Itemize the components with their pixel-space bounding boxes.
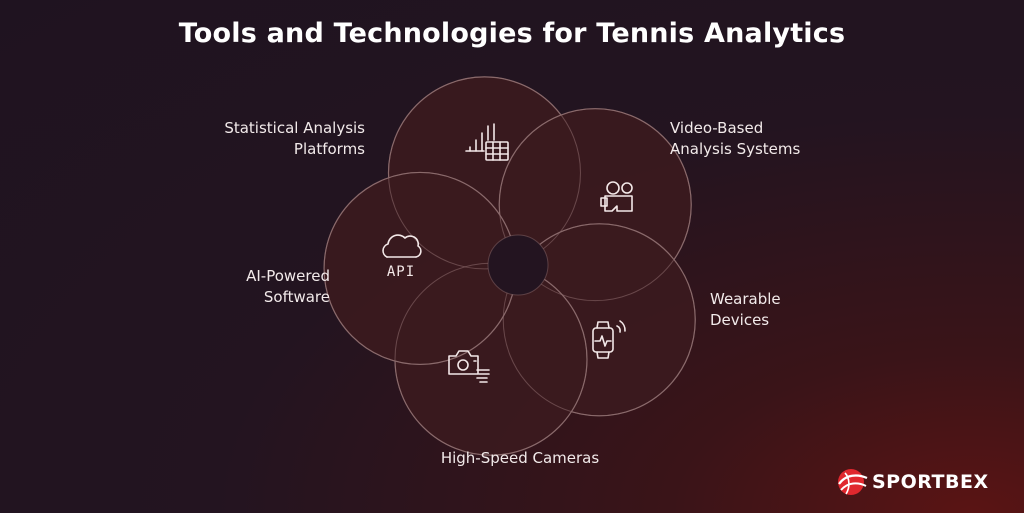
label-video-based-analysis: Video-Based Analysis Systems bbox=[670, 119, 801, 158]
smartwatch-icon bbox=[592, 320, 626, 359]
page-title: Tools and Technologies for Tennis Analyt… bbox=[178, 18, 846, 49]
label-wearable-devices: Wearable Devices bbox=[710, 290, 781, 329]
chart-table-icon bbox=[465, 123, 509, 161]
segment-outline-wearable bbox=[502, 223, 696, 417]
segment-outline-video bbox=[498, 108, 692, 302]
label-ai-powered-software: AI-Powered Software bbox=[246, 267, 330, 306]
api-icon-text: API bbox=[387, 264, 415, 280]
segment-outline-statistical bbox=[387, 76, 581, 270]
sportbex-logo-icon bbox=[838, 469, 868, 495]
ring-segments bbox=[323, 76, 696, 456]
camera-speed-icon bbox=[448, 350, 490, 383]
sportbex-logo: SPORTBEX bbox=[836, 466, 1006, 498]
cloud-api-icon bbox=[382, 234, 422, 258]
sportbex-wordmark: SPORTBEX bbox=[872, 471, 989, 493]
label-high-speed-cameras: High-Speed Cameras bbox=[440, 449, 600, 467]
video-camera-icon bbox=[600, 181, 633, 212]
center-hole bbox=[487, 234, 549, 296]
label-statistical-analysis: Statistical Analysis Platforms bbox=[224, 119, 365, 158]
